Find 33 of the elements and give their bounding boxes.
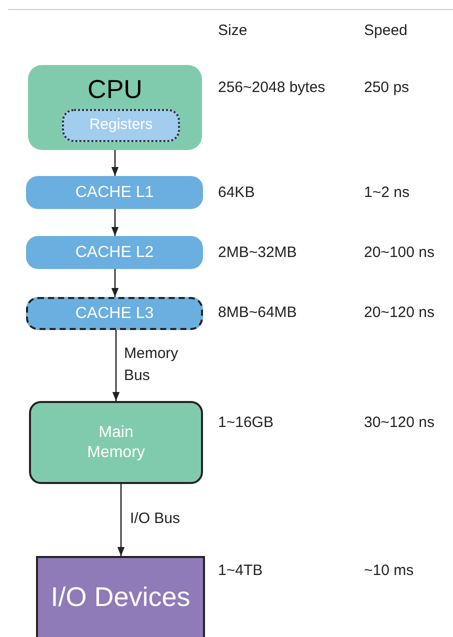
cache-box	[26, 297, 203, 330]
speed-value: 20~100 ns	[364, 243, 434, 263]
speed-value: ~10 ms	[364, 561, 414, 581]
io-devices-box	[36, 556, 205, 637]
size-value: 8MB~64MB	[218, 303, 297, 323]
speed-value: 250 ps	[364, 78, 410, 98]
size-value: 1~16GB	[218, 413, 274, 433]
size-value: 2MB~32MB	[218, 243, 297, 263]
cache-box	[26, 176, 203, 209]
speed-value: 1~2 ns	[364, 183, 410, 203]
node-label: CACHE L3	[75, 304, 154, 324]
arrow	[117, 484, 125, 556]
column-header: Speed	[364, 21, 408, 41]
arrow	[111, 150, 119, 176]
arrow	[111, 209, 119, 236]
node-label: CACHE L1	[75, 182, 154, 202]
node-label: Main Memory	[86, 422, 146, 462]
registers-box	[62, 109, 180, 142]
size-value: 256~2048 bytes	[218, 78, 326, 98]
speed-value: 30~120 ns	[364, 413, 434, 433]
arrow	[111, 269, 119, 297]
node-label: I/O Devices	[50, 580, 190, 614]
arrow	[112, 330, 120, 401]
node-label: Registers	[89, 116, 153, 135]
node-label: CPU	[88, 73, 142, 106]
column-header: Size	[218, 21, 248, 41]
cache-box	[26, 236, 203, 269]
size-value: 1~4TB	[218, 561, 263, 581]
cpu-box	[28, 65, 202, 150]
node-label: CACHE L2	[75, 242, 154, 262]
memory-box	[29, 401, 203, 484]
speed-value: 20~120 ns	[364, 303, 434, 323]
size-value: 64KB	[218, 183, 255, 203]
